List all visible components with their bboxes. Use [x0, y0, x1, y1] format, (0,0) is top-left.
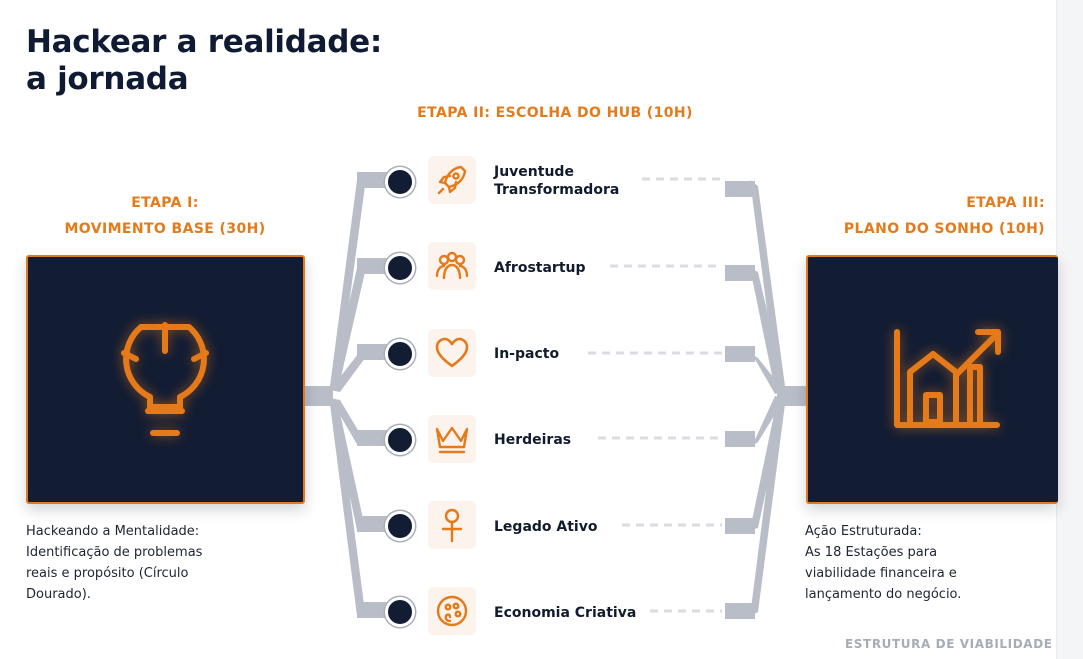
rocket-icon — [437, 165, 467, 195]
footer-label: ESTRUTURA DE VIABILIDADE — [845, 637, 1053, 651]
stage1-desc-line-1: Hackeando a Mentalidade: — [26, 524, 200, 539]
right-branches — [725, 180, 785, 619]
hub-label-inpacto: In-pacto — [494, 345, 559, 363]
page-title: Hackear a realidade: a jornada — [26, 24, 382, 98]
hub-label-line: Legado Ativo — [494, 519, 598, 535]
group-icon — [435, 251, 469, 280]
right-trunk — [777, 386, 809, 406]
heart-icon — [435, 337, 469, 368]
title-line-1: Hackear a realidade: — [26, 24, 382, 60]
stage1-card — [26, 255, 305, 504]
hub-icon-tile — [428, 329, 476, 377]
stage1-heading-line-2: MOVIMENTO BASE (30H) — [64, 221, 266, 237]
crown-icon — [435, 426, 469, 454]
hub-label-line: Transformadora — [494, 182, 620, 198]
stage3-heading: ETAPA III: PLANO DO SONHO (10H) — [795, 190, 1045, 242]
hub-label-economia-criativa: Economia Criativa — [494, 604, 636, 622]
left-branches — [330, 172, 387, 618]
hub-icon-tile — [428, 242, 476, 290]
hub-node-dot — [385, 511, 415, 541]
stage3-desc-line-1: Ação Estruturada: — [805, 524, 922, 539]
hub-icon-tile — [428, 501, 476, 549]
hub-node-dot — [385, 425, 415, 455]
hub-label-line: Herdeiras — [494, 432, 572, 448]
stage3-description: Ação Estruturada: As 18 Estações para vi… — [805, 521, 1045, 605]
hub-label-legado-ativo: Legado Ativo — [494, 518, 597, 536]
stage2-heading: ETAPA II: ESCOLHA DO HUB (10H) — [417, 105, 693, 121]
stage3-desc-line-4: lançamento do negócio. — [805, 587, 962, 602]
hub-icon-tile — [428, 156, 476, 204]
stage1-description: Hackeando a Mentalidade: Identificação d… — [26, 521, 266, 605]
hub-label-juventude: Juventude Transformadora — [494, 163, 619, 199]
dashed-links — [588, 177, 722, 613]
stage1-heading: ETAPA I: MOVIMENTO BASE (30H) — [26, 190, 304, 242]
stage1-desc-line-3: reais e propósito (Círculo — [26, 566, 189, 581]
left-trunk — [303, 386, 333, 406]
stage3-heading-line-2: PLANO DO SONHO (10H) — [843, 221, 1045, 237]
hub-label-herdeiras: Herdeiras — [494, 431, 571, 449]
stage1-desc-line-4: Dourado). — [26, 587, 91, 602]
stage3-desc-line-2: As 18 Estações para — [805, 545, 938, 560]
hub-icon-tile — [428, 587, 476, 635]
hub-node-dot — [385, 597, 415, 627]
hub-label-line: Juventude — [494, 164, 574, 180]
stage3-card — [806, 255, 1058, 504]
palette-icon — [436, 595, 468, 627]
hub-label-line: Economia Criativa — [494, 605, 637, 621]
hub-label-line: Afrostartup — [494, 260, 586, 276]
hub-node-dot — [385, 167, 415, 197]
stage1-desc-line-2: Identificação de problemas — [26, 545, 203, 560]
lightbulb-icon — [121, 322, 209, 436]
chart-house-growth-icon — [894, 329, 1001, 428]
stage3-desc-line-3: viabilidade financeira e — [805, 566, 957, 581]
stage3-heading-line-1: ETAPA III: — [966, 195, 1045, 211]
title-line-2: a jornada — [26, 61, 189, 97]
hub-icon-tile — [428, 415, 476, 463]
hub-node-dot — [385, 339, 415, 369]
hub-node-dot — [385, 253, 415, 283]
hub-label-line: In-pacto — [494, 346, 560, 362]
stage1-heading-line-1: ETAPA I: — [131, 195, 199, 211]
person-icon — [441, 508, 463, 543]
hub-label-afrostartup: Afrostartup — [494, 259, 586, 277]
